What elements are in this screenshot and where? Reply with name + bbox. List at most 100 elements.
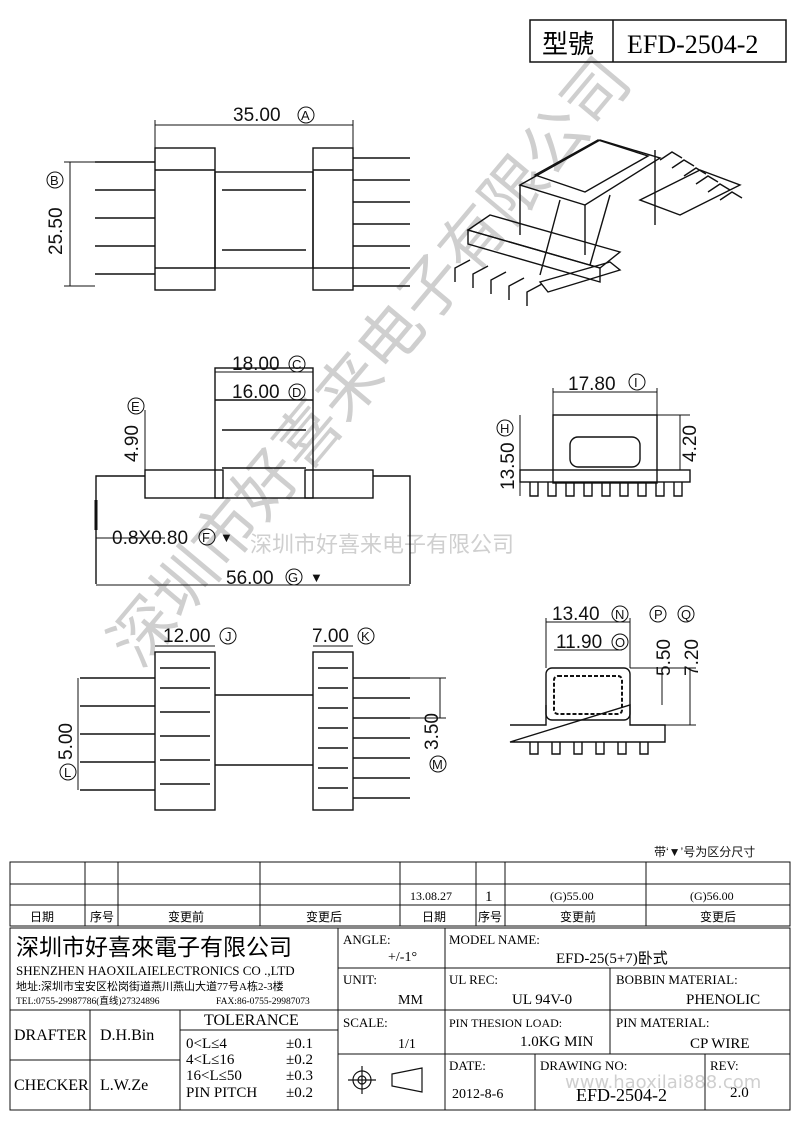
dim-Q-value: 7.20: [682, 639, 703, 676]
rev-header-seq-1: 序号: [90, 909, 114, 924]
rev-before: (G)55.00: [550, 889, 594, 903]
dim-K-value: 7.00: [312, 626, 349, 647]
model-label: MODEL NAME:: [449, 932, 540, 947]
dim-lines-H-I: [519, 388, 690, 496]
unit-label: UNIT:: [343, 972, 377, 987]
rev-header-before-2: 变更前: [560, 909, 596, 924]
scale-label: SCALE:: [343, 1015, 388, 1030]
tolerance-range-4: PIN PITCH: [186, 1085, 257, 1101]
dim-C-letter: C: [292, 357, 301, 372]
dim-H-letter: H: [500, 421, 509, 436]
dim-J-value: 12.00: [163, 626, 211, 647]
dim-lines-A-B: [64, 120, 354, 287]
drafter-value: D.H.Bin: [100, 1027, 154, 1044]
pin-load-label: PIN THESION LOAD:: [449, 1016, 562, 1030]
dim-D-letter: D: [292, 385, 301, 400]
dim-A-value: 35.00: [233, 105, 281, 126]
company-name-en: SHENZHEN HAOXILAIELECTRONICS CO .,LTD: [16, 963, 295, 978]
checker-label: CHECKER: [14, 1077, 89, 1094]
dim-L-letter: L: [64, 765, 71, 780]
dim-N-letter: N: [615, 607, 624, 622]
angle-label: ANGLE:: [343, 932, 391, 947]
view-bottom: [80, 651, 410, 811]
dim-G-letter: G: [288, 570, 298, 585]
tolerance-value-3: ±0.3: [286, 1068, 313, 1084]
view-top: [95, 147, 410, 291]
dim-F-value: 0.8X0.80: [112, 528, 188, 549]
marker-note: 带‘▼’号为区分尺寸: [654, 845, 755, 859]
view-end: [519, 414, 691, 497]
dim-J-letter: J: [225, 629, 232, 644]
dim-O-value: 11.90: [556, 632, 602, 653]
part-number: EFD-2504-2: [627, 30, 758, 59]
dim-I-value: 17.80: [568, 374, 616, 395]
dim-Q-letter: Q: [681, 607, 691, 622]
company-fax: FAX:86-0755-29987073: [216, 997, 310, 1007]
dim-B-value: 25.50: [46, 207, 67, 255]
part-number-box: [529, 19, 787, 63]
ul-value: UL 94V-0: [512, 992, 572, 1008]
dim-420-value: 4.20: [680, 425, 701, 462]
angle-value: +/-1°: [388, 950, 417, 965]
dim-D-value: 16.00: [232, 382, 280, 403]
tolerance-value-2: ±0.2: [286, 1052, 313, 1068]
dim-H-value: 13.50: [498, 442, 519, 490]
dim-lines-J-K-L-M: [77, 645, 446, 790]
rev-header-before-1: 变更前: [168, 909, 204, 924]
ul-label: UL REC:: [449, 972, 498, 987]
tolerance-range-3: 16<L≤50: [186, 1068, 242, 1084]
tolerance-range-2: 4<L≤16: [186, 1052, 235, 1068]
view-isometric: [454, 139, 743, 306]
rev-header-seq-2: 序号: [478, 909, 502, 924]
dim-P-value: 5.50: [654, 639, 675, 676]
drafter-label: DRAFTER: [14, 1027, 87, 1044]
dim-L-value: 5.00: [56, 723, 77, 760]
dim-E-letter: E: [131, 399, 140, 414]
pin-load-value: 1.0KG MIN: [520, 1034, 593, 1050]
tolerance-range-1: 0<L≤4: [186, 1036, 227, 1052]
dim-G-value: 56.00: [226, 568, 274, 589]
drawing-label: DRAWING NO:: [540, 1058, 627, 1073]
rev-label: REV:: [710, 1058, 739, 1073]
dim-lines-N-O-P-Q: [545, 618, 696, 726]
pin-mat-value: CP WIRE: [690, 1036, 750, 1052]
rev-seq: 1: [485, 889, 493, 905]
company-tel: TEL:0755-29987786(直线)27324896: [16, 995, 160, 1007]
tolerance-value-1: ±0.1: [286, 1036, 313, 1052]
dim-E-value: 4.90: [122, 425, 143, 462]
scale-value: 1/1: [398, 1037, 416, 1052]
dim-G-marker: ▼: [310, 570, 323, 585]
drawing-value: EFD-2504-2: [576, 1085, 667, 1105]
rev-after: (G)56.00: [690, 889, 734, 903]
rev-header-date-1: 日期: [30, 910, 54, 924]
title-block-grid: [9, 927, 791, 1111]
rev-value: 2.0: [730, 1085, 749, 1101]
dim-I-letter: I: [634, 375, 638, 390]
bobbin-label: BOBBIN MATERIAL:: [616, 972, 738, 987]
dim-O-letter: O: [615, 635, 625, 650]
part-number-label: 型號: [542, 30, 594, 59]
dim-M-value: 3.50: [422, 713, 443, 750]
site-watermark: www.haoxilai888.com: [565, 1072, 761, 1093]
dim-M-letter: M: [432, 757, 443, 772]
dim-B-letter: B: [50, 173, 59, 188]
dim-A-letter: A: [301, 108, 310, 123]
company-name-cn: 深圳市好喜來電子有限公司: [16, 935, 292, 960]
dim-F-marker: ▼: [220, 530, 233, 545]
rev-header-date-2: 日期: [422, 910, 446, 924]
checker-value: L.W.Ze: [100, 1077, 148, 1094]
dim-C-value: 18.00: [232, 354, 280, 375]
watermark-horizontal: 深圳市好喜来电子有限公司: [250, 533, 514, 558]
pin-mat-label: PIN MATERIAL:: [616, 1015, 710, 1030]
date-label: DATE:: [449, 1058, 486, 1073]
dim-N-value: 13.40: [552, 604, 600, 625]
view-section: [509, 667, 666, 755]
dim-lines-C-D-E-F-G: [96, 371, 410, 586]
rev-header-after-1: 变更后: [306, 909, 342, 924]
bobbin-value: PHENOLIC: [686, 992, 760, 1008]
projection-symbol-icon: [348, 1066, 423, 1094]
rev-header-after-2: 变更后: [700, 909, 736, 924]
revision-table-grid: [9, 861, 791, 927]
dim-F-letter: F: [202, 530, 210, 545]
dim-P-letter: P: [654, 607, 663, 622]
